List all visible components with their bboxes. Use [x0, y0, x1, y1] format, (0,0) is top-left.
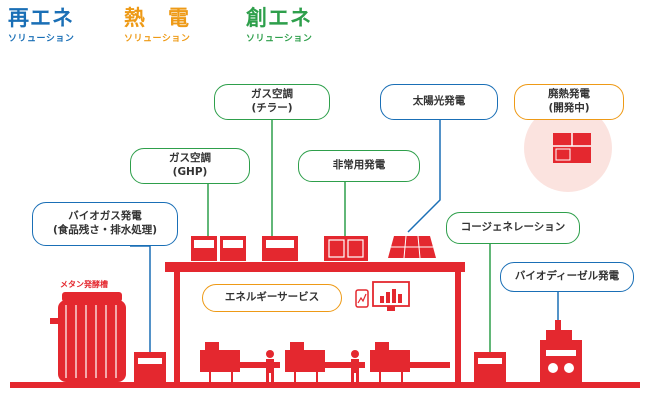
label-emergency-text: 非常用発電: [332, 159, 386, 172]
ghp-unit-icon: [191, 236, 246, 261]
label-cogeneration-text: コージェネレーション: [460, 221, 566, 234]
header-heat-subtitle: ソリューション: [124, 34, 191, 44]
label-solar: 太陽光発電: [380, 84, 498, 120]
label-energy-service-text: エネルギーサービス: [224, 291, 320, 304]
label-biodiesel: バイオディーゼル発電: [500, 262, 634, 292]
monitoring-screen-icon: [355, 281, 410, 311]
emergency-generator-icon: [324, 236, 368, 261]
label-waste-heat-line2: (開発中): [548, 102, 590, 114]
right-pillar: [455, 272, 461, 382]
left-pillar: [174, 272, 180, 382]
roof-deck: [165, 262, 465, 272]
label-emergency: 非常用発電: [298, 150, 420, 182]
label-solar-text: 太陽光発電: [412, 95, 466, 108]
label-energy-service: エネルギーサービス: [202, 284, 342, 312]
header-renewable: 再エネ ソリューション: [8, 8, 74, 44]
label-gas-ghp: ガス空調 (GHP): [130, 148, 250, 184]
label-gas-chiller-line1: ガス空調: [251, 88, 293, 101]
label-gas-chiller-line2: (チラー): [251, 102, 293, 114]
header-renewable-title: 再エネ: [8, 6, 74, 30]
label-gas-ghp-line2: (GHP): [172, 166, 208, 178]
header-generation-subtitle: ソリューション: [246, 34, 313, 44]
header-heat-title: 熱 電: [124, 6, 190, 30]
biogas-generator-icon: [134, 352, 166, 382]
label-waste-heat-line1: 廃熱発電: [548, 88, 590, 101]
label-biogas-line2: (食品残さ・排水処理): [52, 224, 158, 236]
solar-panel-icon: [388, 235, 436, 259]
waste-heat-unit-icon: [553, 133, 591, 163]
label-biodiesel-text: バイオディーゼル発電: [514, 270, 620, 283]
label-gas-chiller: ガス空調 (チラー): [214, 84, 330, 120]
worker-icon: [266, 350, 359, 382]
methane-tank-icon: [50, 292, 126, 382]
label-cogeneration: コージェネレーション: [446, 212, 580, 244]
biodiesel-generator-icon: [540, 320, 582, 382]
header-generation: 創エネ ソリューション: [246, 8, 312, 44]
connector-lines: [130, 118, 559, 352]
gas-chiller-unit-icon: [262, 236, 298, 261]
methane-tank-label: メタン発酵槽: [60, 280, 108, 289]
label-biogas-line1: バイオガス発電: [68, 210, 142, 223]
ground-line: [10, 382, 640, 388]
label-gas-ghp-line1: ガス空調: [169, 152, 211, 165]
label-waste-heat: 廃熱発電 (開発中): [514, 84, 624, 120]
cogeneration-unit-icon: [474, 352, 506, 382]
header-renewable-subtitle: ソリューション: [8, 34, 75, 44]
header-heat: 熱 電 ソリューション: [124, 8, 190, 44]
label-biogas: バイオガス発電 (食品残さ・排水処理): [32, 202, 178, 246]
header-generation-title: 創エネ: [246, 6, 312, 30]
factory-line-icon: [200, 342, 450, 382]
